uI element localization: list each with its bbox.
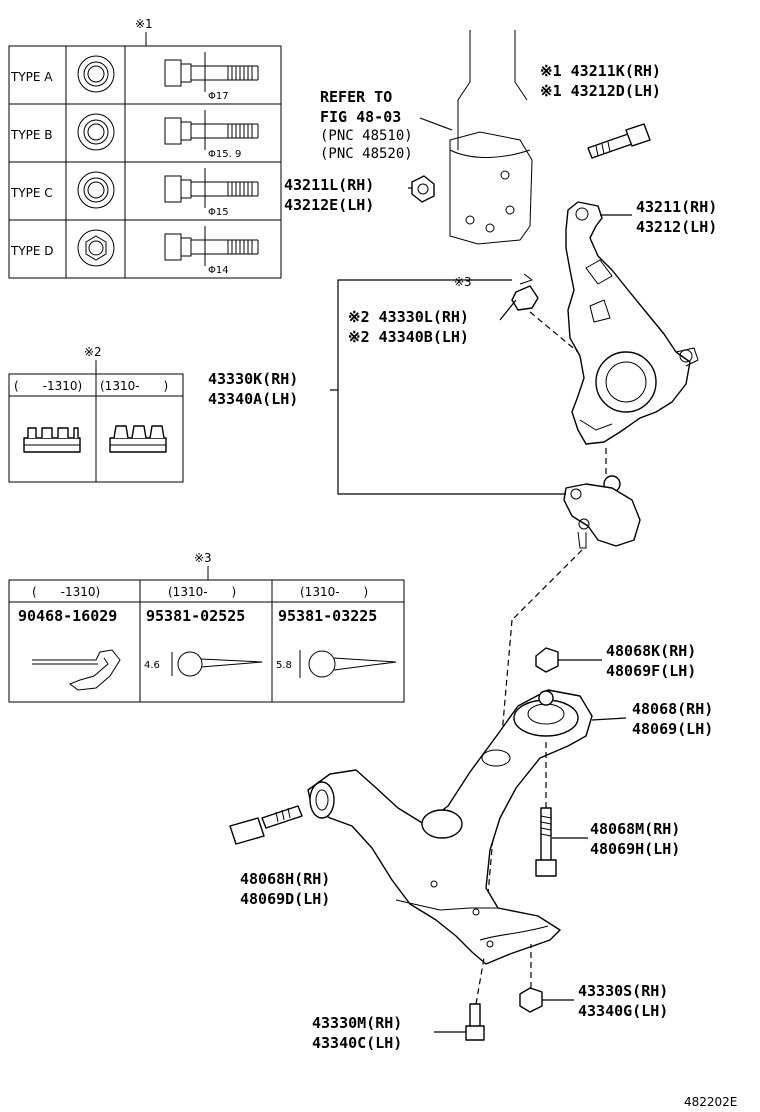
dia-c: Φ15 — [208, 207, 229, 218]
bolt-side-view-c-icon — [164, 168, 259, 208]
refer-to-note: REFER TO FIG 48-03 (PNC 48510) (PNC 4852… — [320, 88, 453, 162]
knuckle-nut-icon — [411, 175, 435, 203]
arm-nut-icon — [535, 647, 559, 673]
label-48068M: 48068M(RH) — [590, 820, 680, 838]
bolt-side-view-d-icon — [164, 226, 259, 266]
label-43211L: 43211L(RH) — [284, 176, 374, 194]
clip-pin-icon — [32, 649, 121, 691]
label-43211K: ※1 43211K(RH) — [540, 62, 661, 80]
type-a-label: TYPE A — [10, 70, 53, 84]
table2-header-1: ( -1310) — [14, 379, 82, 393]
label-43330M: 43330M(RH) — [312, 1014, 402, 1032]
dim-4-6: 4.6 — [144, 660, 160, 671]
label-43340G: 43340G(LH) — [578, 1002, 668, 1020]
arm-vertical-bolt-icon — [535, 807, 557, 877]
steering-knuckle-icon — [565, 201, 699, 445]
bolt-side-view-a-icon — [164, 52, 259, 92]
bolt-end-view-d-icon — [77, 229, 115, 267]
label-43212D: ※1 43212D(LH) — [540, 82, 661, 100]
bolt-end-view-a-icon — [77, 55, 115, 93]
bolt-end-view-b-icon — [77, 113, 115, 151]
dim-5-8: 5.8 — [276, 660, 292, 671]
figure-id: 482202E — [684, 1095, 737, 1109]
part-95381-03225: 95381-03225 — [278, 607, 377, 625]
label-43330L: ※2 43330L(RH) — [348, 308, 469, 326]
leader-43330K-top — [337, 279, 512, 390]
label-48069F: 48069F(LH) — [606, 662, 696, 680]
type-c-label: TYPE C — [10, 186, 53, 200]
cotter-pin-large-icon — [299, 650, 397, 678]
label-43330K: 43330K(RH) — [208, 370, 298, 388]
dia-b: Φ15. 9 — [208, 149, 241, 160]
part-95381-02525: 95381-02525 — [146, 607, 245, 625]
shock-absorber-icon — [449, 30, 533, 245]
type-b-label: TYPE B — [10, 128, 53, 142]
label-48068H: 48068H(RH) — [240, 870, 330, 888]
label-43211: 43211(RH) — [636, 198, 717, 216]
arm-lower-bolt-icon — [465, 1003, 485, 1041]
nut-dash-line — [529, 311, 579, 353]
castle-nut-small-icon — [511, 273, 539, 311]
cotter-pin-table: ※3 ( -1310) (1310- ) (1310- ) 90468-1602… — [8, 551, 405, 703]
arm-lower-nut-icon — [519, 987, 543, 1013]
table3-header-1: ( -1310) — [32, 585, 100, 599]
castle-nut-old-icon — [23, 427, 81, 453]
refer-line-2: FIG 48-03 — [320, 108, 401, 126]
label-48068K: 48068K(RH) — [606, 642, 696, 660]
leader-43330L — [499, 299, 517, 321]
table1-marker: ※1 — [135, 17, 153, 31]
ball-joint-icon — [563, 475, 641, 549]
hub-bolt-type-table: ※1 TYPE A TYPE B TYPE C TYPE D — [8, 17, 282, 279]
table3-header-2: (1310- ) — [168, 585, 236, 599]
label-43330S: 43330S(RH) — [578, 982, 668, 1000]
label-48069H: 48069H(LH) — [590, 840, 680, 858]
refer-line-4: (PNC 48520) — [320, 146, 413, 162]
table2-marker: ※2 — [84, 345, 102, 359]
lower-arm-icon — [307, 689, 593, 965]
label-48069: 48069(LH) — [632, 720, 713, 738]
label-m3: ※3 — [454, 275, 472, 289]
part-90468-16029: 90468-16029 — [18, 607, 117, 625]
castle-nut-new-icon — [109, 425, 167, 453]
type-d-label: TYPE D — [10, 244, 54, 258]
table3-marker: ※3 — [194, 551, 212, 565]
label-48069D: 48069D(LH) — [240, 890, 330, 908]
refer-line-1: REFER TO — [320, 88, 392, 106]
table2-header-2: (1310- ) — [100, 379, 168, 393]
lower-bolt-dash — [475, 957, 485, 1005]
dia-a: Φ17 — [208, 91, 229, 102]
knuckle-bolt-icon — [587, 123, 651, 159]
label-43340A: 43340A(LH) — [208, 390, 298, 408]
balljoint-dash-lower — [511, 549, 583, 621]
bolt-end-view-c-icon — [77, 171, 115, 209]
refer-line-3: (PNC 48510) — [320, 128, 413, 144]
label-43212E: 43212E(LH) — [284, 196, 374, 214]
label-48068: 48068(RH) — [632, 700, 713, 718]
label-43340B: ※2 43340B(LH) — [348, 328, 469, 346]
arm-horizontal-bolt-icon — [229, 805, 303, 845]
dia-d: Φ14 — [208, 265, 229, 276]
bolt-side-view-b-icon — [164, 110, 259, 150]
nut-table: ※2 ( -1310) (1310- ) — [8, 345, 184, 483]
cotter-pin-small-icon — [171, 651, 263, 677]
leader-43330K-bottom — [337, 390, 566, 495]
label-43212: 43212(LH) — [636, 218, 717, 236]
table3-header-3: (1310- ) — [300, 585, 368, 599]
label-43340C: 43340C(LH) — [312, 1034, 402, 1052]
leader-48068 — [591, 717, 627, 721]
